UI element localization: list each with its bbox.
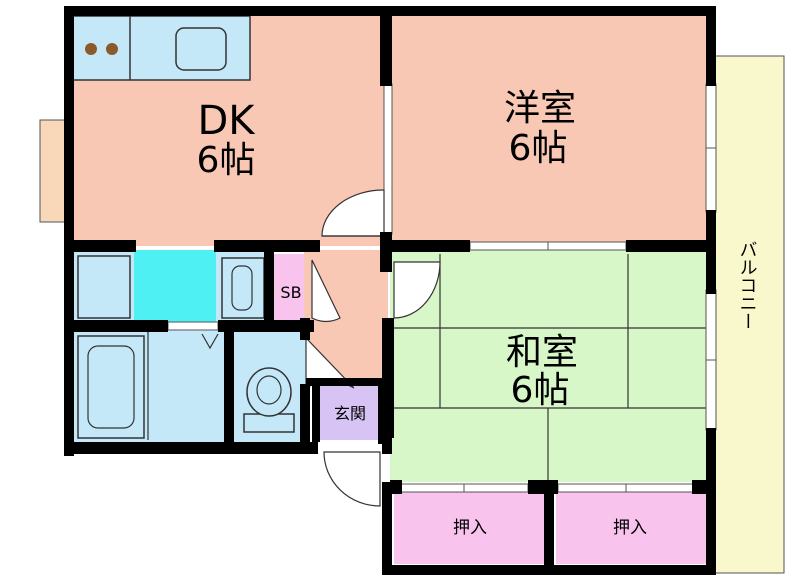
balcony-label: バルコニー (737, 240, 758, 330)
western-size: 6帖 (509, 128, 568, 169)
dk-door (321, 189, 385, 237)
closet-right-label: 押入 (613, 518, 647, 538)
entrance-floor (316, 384, 382, 440)
sink-icon (175, 27, 227, 71)
balcony (713, 55, 785, 574)
dk-size: 6帖 (197, 140, 256, 181)
tatami-lines (394, 254, 710, 484)
stove-burner-icon (85, 43, 97, 55)
washbasin-area (134, 250, 216, 322)
entrance-door (323, 451, 381, 507)
japanese-room-door (393, 261, 441, 319)
entrance-label: 玄関 (334, 404, 366, 423)
dk-name: DK (197, 98, 256, 144)
shoe-box-area (274, 254, 304, 320)
japanese-size: 6帖 (511, 370, 570, 411)
walls (64, 6, 716, 575)
western-room (390, 14, 712, 246)
washing-machine-icon (77, 255, 131, 319)
closet-right (556, 492, 710, 564)
western-name: 洋室 (504, 88, 576, 129)
swing-doors (305, 189, 441, 507)
closet-left (394, 492, 544, 564)
closet-left-label: 押入 (453, 518, 487, 538)
japanese-room (390, 250, 712, 482)
japanese-name: 和室 (506, 332, 578, 373)
shoe-box-label: SB (280, 283, 301, 302)
sb-door (311, 259, 341, 322)
stove-burner-icon (106, 43, 118, 55)
